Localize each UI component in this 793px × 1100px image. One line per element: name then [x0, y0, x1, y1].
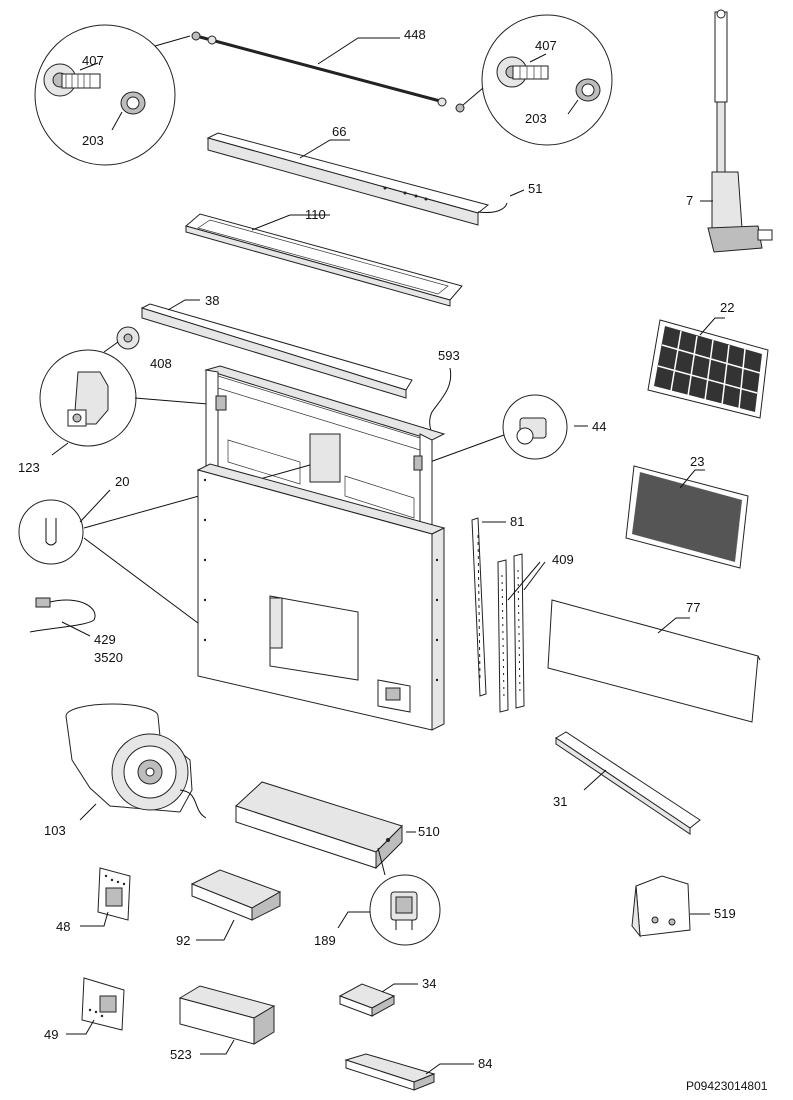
label-92: 92 [176, 933, 190, 948]
electronic-box-510 [235, 781, 416, 870]
blower-fan-103 [65, 703, 207, 821]
label-409: 409 [552, 552, 574, 567]
rail-81 [471, 517, 506, 697]
bushing-203-right [575, 78, 601, 102]
detail-circle-44 [429, 394, 588, 463]
front-panel-77 [547, 599, 761, 723]
label-123: 123 [18, 460, 40, 475]
label-20: 20 [115, 474, 129, 489]
label-110: 110 [305, 207, 326, 222]
cable-429 [29, 597, 96, 637]
gear-407-right [496, 56, 549, 88]
top-frame-110 [184, 213, 463, 307]
trim-strip-38 [140, 299, 413, 399]
shaft-448 [191, 31, 465, 113]
label-22: 22 [720, 300, 734, 315]
housing-box-92 [190, 869, 282, 941]
detail-circle-20 [18, 464, 311, 633]
label-31: 31 [553, 794, 567, 809]
led-driver-84 [344, 1053, 474, 1091]
detail-circle-top-right [481, 14, 613, 146]
control-panel-66 [206, 132, 490, 226]
label-48: 48 [56, 919, 70, 934]
transformer-34 [338, 983, 418, 1017]
label-7: 7 [686, 193, 693, 208]
label-103: 103 [44, 823, 66, 838]
detail-circle-top-left [34, 24, 176, 166]
label-38: 38 [205, 293, 219, 308]
motor-408 [116, 326, 140, 350]
label-3520: 3520 [94, 650, 123, 665]
label-510: 510 [418, 824, 440, 839]
label-77: 77 [686, 600, 700, 615]
label-81: 81 [510, 514, 524, 529]
label-448: 448 [404, 27, 426, 42]
label-34: 34 [422, 976, 436, 991]
part-labels: 448 407 203 407 203 7 66 51 110 38 408 2… [18, 27, 768, 1093]
label-408: 408 [150, 356, 172, 371]
label-407-right: 407 [535, 38, 557, 53]
cable-51 [477, 189, 525, 213]
label-189: 189 [314, 933, 336, 948]
lift-frame-assembly [204, 365, 446, 531]
label-407-left: 407 [82, 53, 104, 68]
label-429: 429 [94, 632, 116, 647]
main-housing [196, 463, 446, 731]
label-51: 51 [528, 181, 542, 196]
led-strip-31 [555, 731, 701, 835]
detail-circle-189 [337, 847, 441, 946]
label-203-left: 203 [82, 133, 104, 148]
label-44: 44 [592, 419, 606, 434]
label-84: 84 [478, 1056, 492, 1071]
detail-circle-123 [39, 341, 221, 456]
box-523 [178, 985, 276, 1055]
bushing-203-left [120, 91, 146, 115]
label-593: 593 [438, 348, 460, 363]
drawing-code: P09423014801 [686, 1079, 768, 1093]
label-519: 519 [714, 906, 736, 921]
label-523: 523 [170, 1047, 192, 1062]
label-203-right: 203 [525, 111, 547, 126]
circuit-board-48 [80, 867, 131, 927]
label-66: 66 [332, 124, 346, 139]
rails-409 [497, 553, 546, 713]
label-49: 49 [44, 1027, 58, 1042]
gear-407-left [43, 63, 101, 97]
label-23: 23 [690, 454, 704, 469]
mounting-bracket-519 [631, 875, 710, 938]
circuit-board-49 [66, 977, 125, 1035]
cable-593 [429, 367, 452, 435]
carbon-filter-22 [647, 317, 769, 419]
grease-filter-23 [625, 465, 749, 569]
linear-actuator-7 [700, 9, 773, 253]
